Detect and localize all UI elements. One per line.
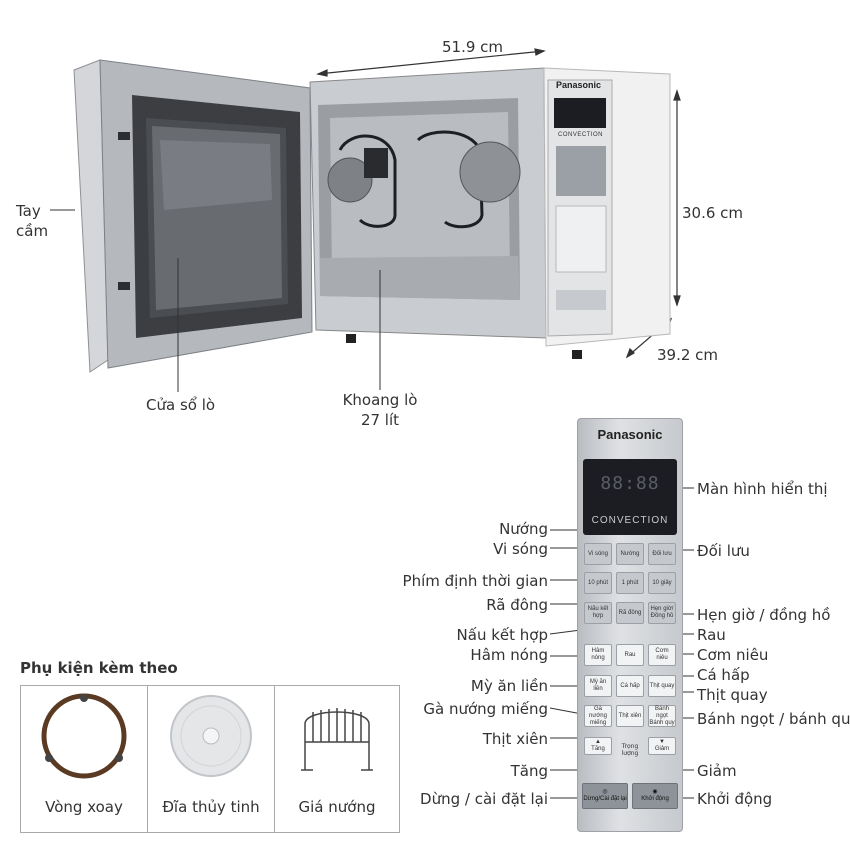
depth-dimension: 39.2 cm	[657, 346, 719, 364]
skewer-key[interactable]: Thịt xiên	[616, 705, 644, 727]
accessory-name: Đĩa thủy tinh	[162, 798, 260, 816]
panel-brand-logo: Panasonic	[597, 427, 663, 442]
accessory-name: Giá nướng	[298, 798, 376, 816]
panel-display: 88:88 CONVECTION	[583, 459, 677, 535]
cavity-label-line1: Khoang lò	[342, 391, 418, 409]
up-key-label: Tăng	[591, 746, 605, 752]
grill-rack-icon	[301, 708, 373, 771]
callout-microwave: Vi sóng	[493, 540, 548, 558]
window-label: Cửa sổ lò	[146, 396, 216, 414]
ten-min-key[interactable]: 10 phút	[584, 572, 612, 594]
oven-brand-logo: Panasonic	[556, 80, 602, 90]
up-arrow-icon: ▲	[595, 739, 601, 745]
oven-display-text: CONVECTION	[558, 132, 604, 138]
roast-meat-key[interactable]: Thịt quay	[648, 675, 676, 697]
accessory-name: Vòng xoay	[45, 798, 123, 816]
noodles-key[interactable]: Mỳ ăn liền	[584, 675, 612, 697]
stop-key-label: Dừng/Cài đặt lại	[583, 796, 627, 802]
convection-key[interactable]: Đối lưu	[648, 543, 676, 565]
height-dimension: 30.6 cm	[682, 204, 744, 222]
callout-grilled-chicken: Gà nướng miếng	[423, 700, 548, 718]
handle-label: Tay cầm	[16, 202, 49, 240]
down-key-label: Giảm	[654, 746, 670, 752]
microwave-key[interactable]: Vi sóng	[584, 543, 612, 565]
glass-plate-icon	[170, 695, 252, 777]
display-digits: 88:88	[600, 473, 660, 494]
callout-down: Giảm	[697, 762, 737, 780]
stop-reset-key[interactable]: ◎ Dừng/Cài đặt lại	[582, 783, 628, 809]
one-min-key[interactable]: 1 phút	[616, 572, 644, 594]
stop-icon: ◎	[602, 789, 608, 795]
callout-display: Màn hình hiển thị	[697, 480, 828, 498]
callout-defrost: Rã đông	[486, 596, 548, 614]
callout-cake: Bánh ngọt / bánh quy	[697, 710, 850, 728]
callout-up: Tăng	[510, 762, 548, 780]
defrost-key[interactable]: Rã đông	[616, 602, 644, 624]
start-icon: ◉	[652, 789, 658, 795]
callout-grill: Nướng	[499, 520, 548, 538]
accessories-box: Vòng xoay Đĩa thủy tinh Giá nướng	[20, 685, 400, 833]
callout-timer-clock: Hẹn giờ / đồng hồ	[697, 606, 831, 624]
callout-noodles: Mỳ ăn liền	[470, 677, 548, 695]
callout-steamed-fish: Cá hấp	[697, 666, 750, 684]
steamed-fish-key[interactable]: Cá hấp	[616, 675, 644, 697]
turntable-ring-icon	[41, 693, 127, 779]
grill-key[interactable]: Nướng	[616, 543, 644, 565]
callout-rice: Cơm niêu	[697, 646, 769, 664]
up-key[interactable]: ▲ Tăng	[584, 737, 612, 755]
rice-key[interactable]: Cơm niêu	[648, 644, 676, 666]
down-key[interactable]: ▼ Giảm	[648, 737, 676, 755]
callout-skewer: Thịt xiên	[482, 730, 548, 748]
down-arrow-icon: ▼	[659, 739, 665, 745]
callout-vegetables: Rau	[697, 626, 726, 644]
callout-stop: Dừng / cài đặt lại	[420, 790, 548, 808]
callout-reheat: Hâm nóng	[470, 646, 548, 664]
reheat-key[interactable]: Hâm nóng	[584, 644, 612, 666]
control-panel: Panasonic 88:88 CONVECTION Vi sóng Nướng…	[577, 418, 683, 832]
accessory-glass-plate: Đĩa thủy tinh	[148, 686, 275, 832]
width-dimension: 51.9 cm	[442, 38, 504, 56]
vegetables-key[interactable]: Rau	[616, 644, 644, 666]
callout-start: Khởi động	[697, 790, 773, 808]
start-key[interactable]: ◉ Khởi động	[632, 783, 678, 809]
cake-key[interactable]: Bánh ngọt Bánh quy	[648, 705, 676, 727]
callout-timer-keys: Phím định thời gian	[402, 572, 548, 590]
display-convection-text: CONVECTION	[591, 515, 669, 526]
accessory-turntable-ring: Vòng xoay	[21, 686, 148, 832]
timer-clock-key[interactable]: Hẹn giờ/Đồng hồ	[648, 602, 676, 624]
combo-key[interactable]: Nấu kết hợp	[584, 602, 612, 624]
accessories-title: Phụ kiện kèm theo	[20, 659, 178, 677]
grilled-chicken-key[interactable]: Gà nướng miếng	[584, 705, 612, 727]
ten-sec-key[interactable]: 10 giây	[648, 572, 676, 594]
callout-roast-meat: Thịt quay	[697, 686, 768, 704]
cavity-label-line2: 27 lít	[360, 411, 400, 429]
callout-combo: Nấu kết hợp	[456, 626, 548, 644]
weight-label: Trọng lượng	[621, 743, 639, 757]
accessory-grill-rack: Giá nướng	[275, 686, 399, 832]
callout-convection: Đối lưu	[697, 542, 750, 560]
start-key-label: Khởi động	[641, 796, 669, 802]
